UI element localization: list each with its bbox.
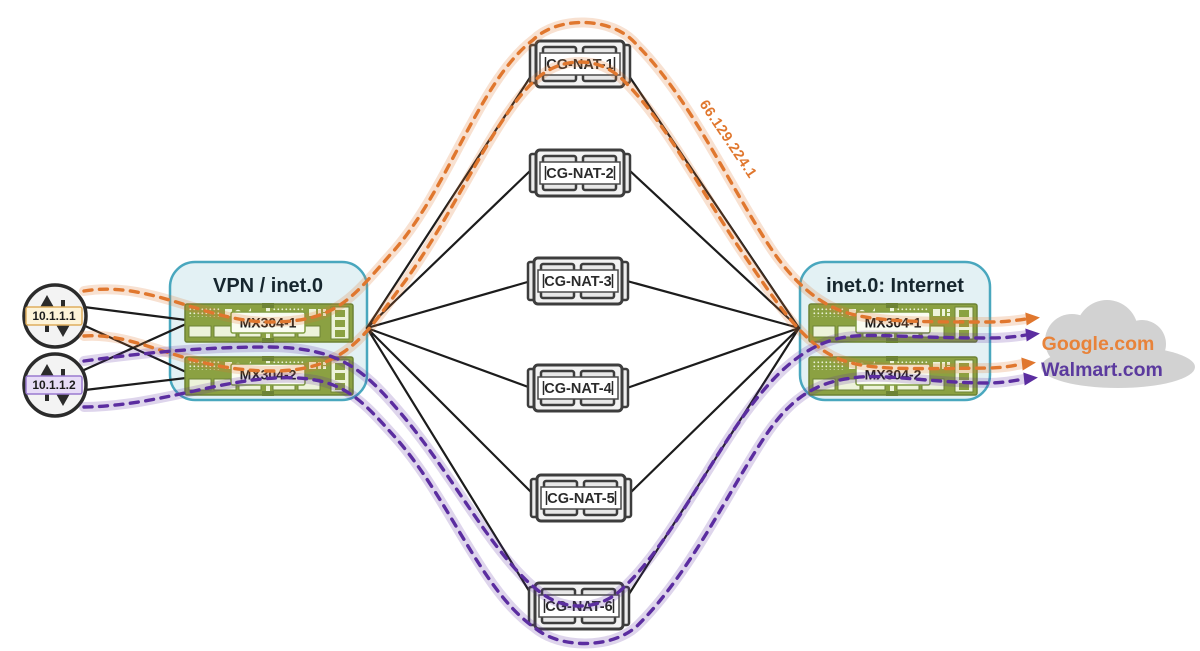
cgnat-5: CG-NAT-5: [529, 473, 633, 523]
site-google: Google.com: [1042, 333, 1155, 355]
subscriber2-flow-via-cgnat6-router1: [82, 333, 1028, 608]
cgnat-1-label: CG-NAT-1: [546, 57, 613, 73]
link-cgnat4-internet: [625, 326, 801, 390]
cgnat-4-label: CG-NAT-4: [544, 381, 611, 397]
cgnat-4: CG-NAT-4: [526, 363, 630, 413]
vpn-zone-title: VPN / inet.0: [213, 275, 323, 297]
arrowhead-purple-bottom: [1023, 372, 1038, 386]
link-cgnat3-internet: [625, 279, 801, 330]
link-sub2-router2: [83, 376, 188, 392]
cgnat-1: CG-NAT-1: [528, 39, 632, 89]
arrowhead-orange-bottom: [1021, 357, 1036, 371]
link-vpn-cgnat6: [365, 326, 533, 596]
arrowhead-purple-top: [1025, 328, 1040, 342]
link-vpn-cgnat2: [365, 168, 533, 330]
internet-cloud: Google.com Walmart.com: [1041, 300, 1195, 388]
cgnat-5-label: CG-NAT-5: [547, 491, 614, 507]
subscriber1-flow-via-cgnat1-router1: [82, 20, 1028, 324]
subscriber-1: 10.1.1.1: [22, 283, 88, 349]
subscriber1-flow-via-cgnat1-router2: [82, 60, 1024, 373]
link-sub2-router1: [82, 322, 188, 372]
subscriber-2-label-box: [25, 375, 83, 395]
cgnat-2-label-box: [539, 161, 621, 185]
subscriber-1-ip: 10.1.1.1: [32, 309, 76, 323]
arrowhead-orange-top: [1025, 312, 1040, 326]
internet-zone-title: inet.0: Internet: [826, 275, 964, 297]
subscriber-2-ip: 10.1.1.2: [32, 378, 76, 392]
cgnat-5-label-box: [540, 486, 622, 510]
link-sub1-router1: [82, 305, 188, 322]
traffic-paths: [79, 17, 1040, 649]
cloud-shape: [1041, 346, 1195, 388]
link-sub1-router2: [81, 323, 188, 374]
cgnat-3-label-box: [537, 269, 619, 293]
cgnat-3-label: CG-NAT-3: [544, 274, 611, 290]
internet-router-2-label-box: [855, 363, 931, 386]
cgnat-4-label-box: [537, 376, 619, 400]
link-vpn-cgnat5: [365, 326, 535, 496]
cgnat-2-label: CG-NAT-2: [546, 166, 613, 182]
cgnat-3: CG-NAT-3: [526, 256, 630, 306]
cgnat-1-label-box: [539, 52, 621, 76]
cgnat-2: CG-NAT-2: [528, 148, 632, 198]
subscriber2-flow-via-cgnat6-router2: [82, 374, 1026, 646]
link-vpn-cgnat1: [365, 74, 533, 330]
site-walmart: Walmart.com: [1041, 359, 1163, 381]
subscriber-1-label-box: [25, 306, 83, 326]
link-cgnat2-internet: [627, 168, 801, 330]
link-vpn-cgnat3: [365, 279, 533, 330]
subscriber-2: 10.1.1.2: [22, 352, 88, 418]
link-vpn-cgnat4: [365, 326, 533, 390]
link-cgnat5-internet: [627, 326, 801, 496]
